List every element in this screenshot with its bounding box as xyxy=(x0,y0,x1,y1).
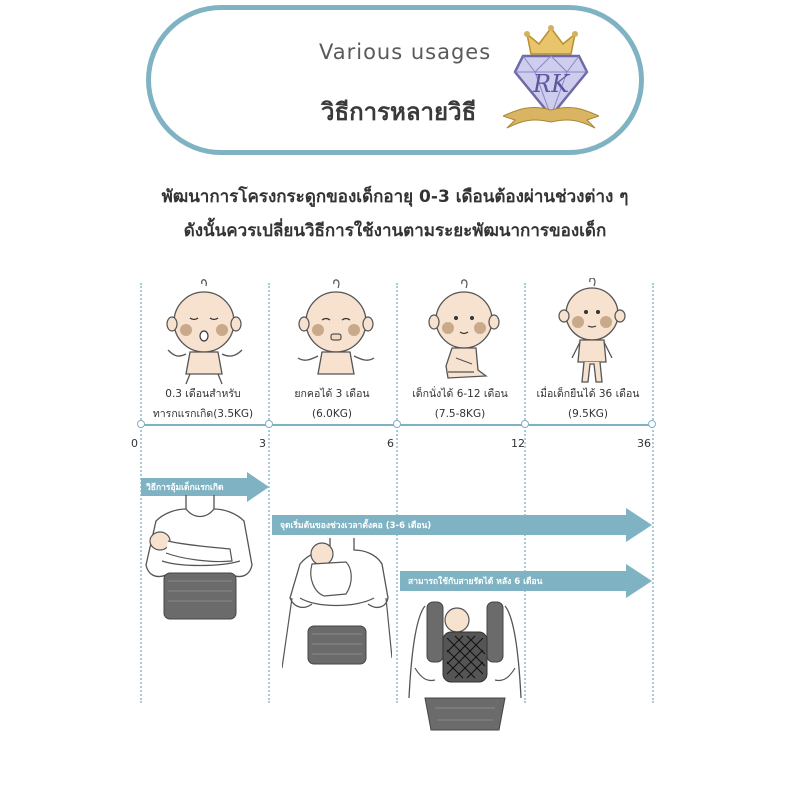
header-card: Various usages วิธีการหลายวิธี RK xyxy=(146,5,644,155)
column-divider xyxy=(524,283,526,703)
timeline-tick: 0 xyxy=(131,437,138,450)
header-title-en: Various usages xyxy=(319,40,492,64)
stage-label-line1: ยกคอได้ 3 เดือน xyxy=(294,388,370,400)
timeline-marker xyxy=(137,420,145,428)
header-title-th: วิธีการหลายวิธี xyxy=(321,98,477,126)
timeline-tick: 36 xyxy=(637,437,651,450)
logo-lettering: RK xyxy=(532,70,571,98)
stage-arrow-head-control xyxy=(272,508,652,542)
column-divider xyxy=(268,283,270,703)
intro-line-2: ดังนั้นควรเปลี่ยนวิธีการใช้งานตามระยะพัฒ… xyxy=(183,221,607,241)
timeline-marker xyxy=(265,420,273,428)
baby-sitting-icon xyxy=(428,279,500,379)
stage-label-line1: เมื่อเด็กยืนได้ 36 เดือน xyxy=(536,388,640,400)
newborn-baby-icon xyxy=(166,279,243,385)
strap-carrier-illustration xyxy=(408,601,522,731)
column-divider xyxy=(652,283,654,703)
brand-logo: RK xyxy=(503,25,599,129)
stage-arrow-newborn xyxy=(141,472,269,502)
stage-label-line2: (6.0KG) xyxy=(312,408,352,420)
stage-label-line1: เด็กนั่งได้ 6-12 เดือน xyxy=(412,388,508,400)
stage-label-line2: (9.5KG) xyxy=(568,408,608,420)
arrow-label: วิธีการอุ้มเด็กแรกเกิด xyxy=(146,483,224,493)
arrow-label: สามารถใช้กับสายรัดได้ หลัง 6 เดือน xyxy=(408,577,543,587)
timeline-tick: 12 xyxy=(511,437,525,450)
stage-label-line2: (7.5-8KG) xyxy=(434,408,486,420)
baby-lifting-head-icon xyxy=(297,279,375,375)
timeline-tick: 3 xyxy=(259,437,266,450)
stage-arrow-strap xyxy=(400,564,652,598)
stage-label-line1: 0.3 เดือนสำหรับ xyxy=(165,388,241,400)
newborn-hold-illustration xyxy=(145,495,253,620)
intro-line-1: พัฒนาการโครงกระดูกของเด็กอายุ 0-3 เดือนต… xyxy=(161,187,629,207)
head-control-hold-illustration xyxy=(282,538,392,669)
column-divider xyxy=(396,283,398,703)
baby-standing-icon xyxy=(558,278,626,383)
timeline-tick: 6 xyxy=(387,437,394,450)
timeline-marker xyxy=(521,420,529,428)
stage-label-line2: ทารกแรกเกิด(3.5KG) xyxy=(152,408,254,420)
arrow-label: จุดเริ่มต้นของช่วงเวลาตั้งคอ (3-6 เดือน) xyxy=(280,521,432,531)
timeline-marker xyxy=(393,420,401,428)
timeline-marker xyxy=(648,420,656,428)
